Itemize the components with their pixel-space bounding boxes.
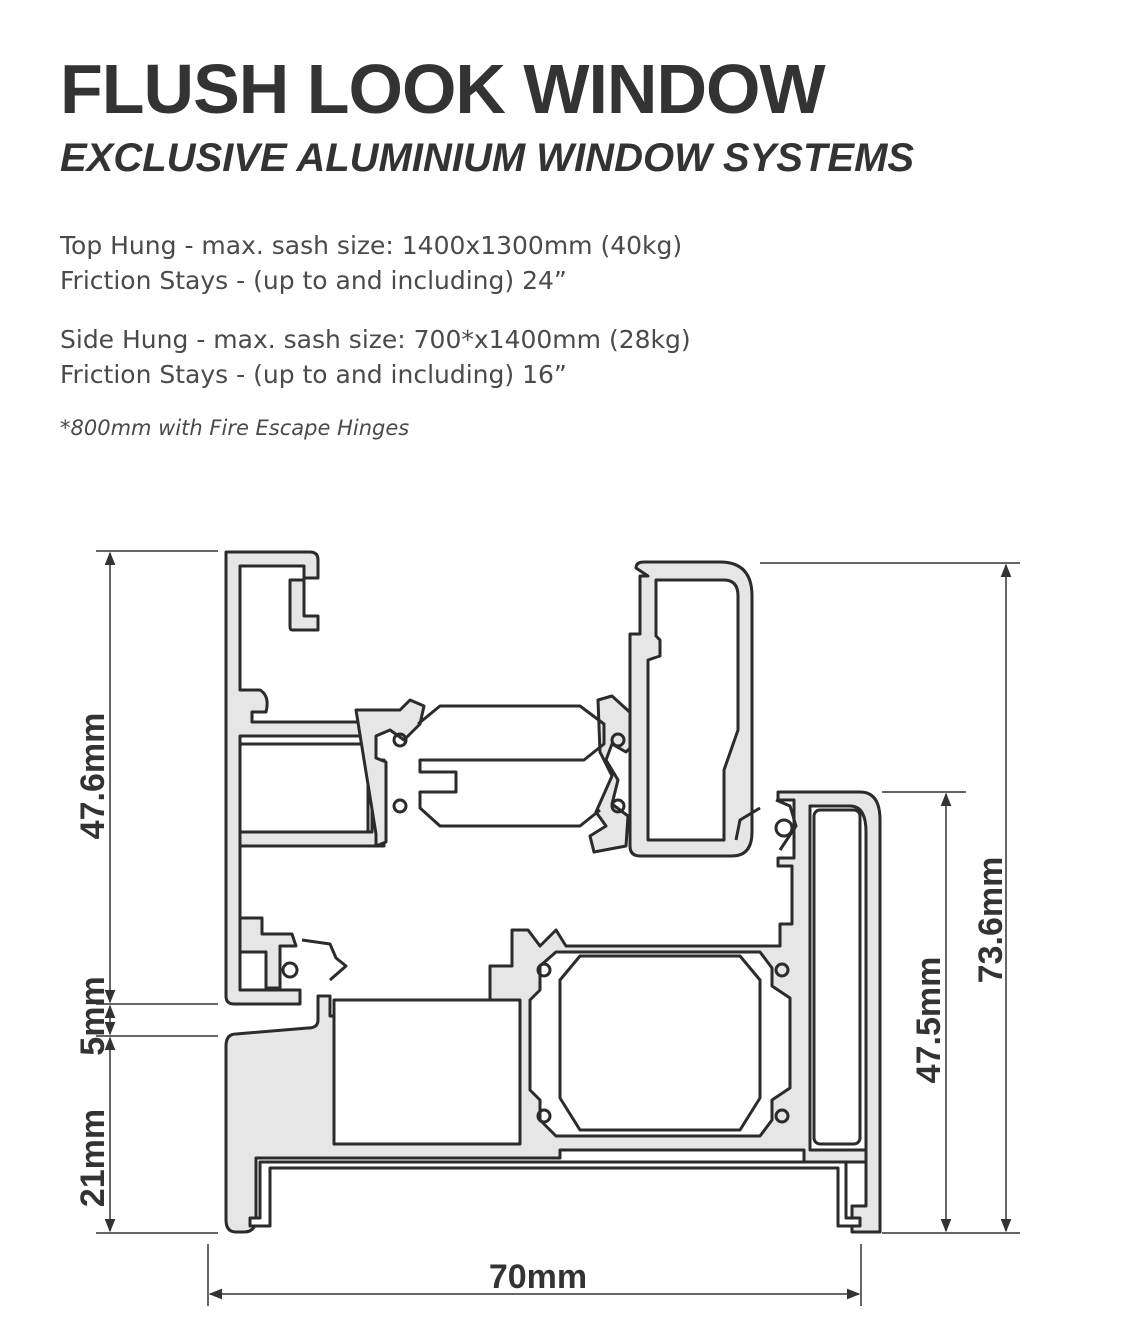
spec-side-hung-stays: Friction Stays - (up to and including) 1… [60, 360, 567, 389]
footnote: *800mm with Fire Escape Hinges [60, 416, 410, 440]
spec-top-hung-sash: Top Hung - max. sash size: 1400x1300mm (… [60, 231, 683, 260]
dim-left-lower: 21mm [74, 1109, 112, 1207]
frame-head-chamber [646, 578, 740, 842]
spec-side-hung: Side Hung - max. sash size: 700*x1400mm … [60, 322, 691, 392]
page-subtitle: EXCLUSIVE ALUMINIUM WINDOW SYSTEMS [60, 136, 915, 180]
upper-thermal-break-left [354, 698, 426, 848]
frame-base-chamber [248, 1160, 862, 1228]
sash-lower-clip [238, 916, 298, 990]
dim-right-outer: 73.6mm [972, 857, 1010, 984]
sash-upper-chamber [238, 742, 370, 834]
sash-hook [288, 578, 320, 632]
page-title: FLUSH LOOK WINDOW [60, 50, 826, 128]
dim-left-gap: 5mm [74, 976, 112, 1055]
gasket-left [301, 938, 348, 982]
gasket-right [734, 798, 798, 851]
dim-right-inner: 47.5mm [910, 957, 948, 1084]
frame-right-chamber [812, 808, 862, 1146]
dim-bottom-width: 70mm [489, 1258, 587, 1296]
dim-left-upper: 47.6mm [74, 713, 112, 840]
spec-top-hung-stays: Friction Stays - (up to and including) 2… [60, 266, 567, 295]
spec-top-hung: Top Hung - max. sash size: 1400x1300mm (… [60, 228, 682, 298]
upper-polyamide-strip [417, 704, 606, 828]
spec-side-hung-sash: Side Hung - max. sash size: 700*x1400mm … [60, 325, 691, 354]
lower-polyamide-strip [528, 950, 792, 1138]
frame-main-chamber [332, 998, 522, 1146]
sash-left-leg [224, 550, 374, 1006]
